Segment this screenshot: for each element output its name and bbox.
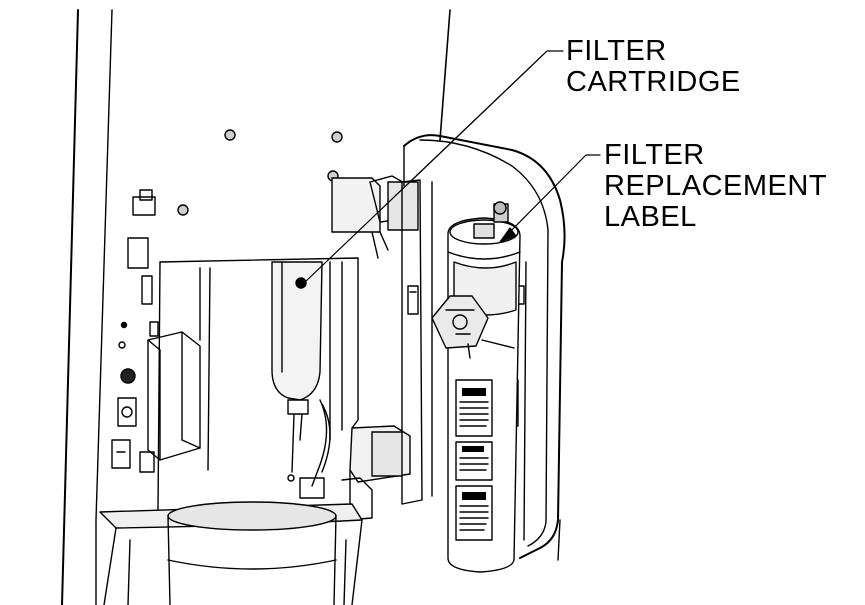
control-box — [139, 321, 201, 473]
callout-filter-cartridge: FILTER CARTRIDGE — [566, 36, 741, 98]
lower-front-panel — [99, 501, 363, 605]
filter-cartridge-body — [431, 201, 521, 573]
filter-compartment — [157, 257, 359, 511]
callout-filter-replacement-label: FILTER REPLACEMENT LABEL — [604, 140, 827, 233]
callout-filter-cartridge-line-2: CARTRIDGE — [566, 66, 741, 98]
callout-filter-replacement-line-1: FILTER — [604, 139, 705, 171]
mounting-screws — [177, 129, 343, 216]
mounting-rail — [401, 179, 433, 505]
callout-leaders — [303, 50, 601, 284]
left-connectors — [111, 189, 156, 469]
water-line-assembly — [271, 261, 331, 499]
callout-filter-replacement-line-2: REPLACEMENT — [604, 170, 828, 202]
callout-filter-cartridge-line-1: FILTER — [566, 35, 667, 67]
upper-bracket — [331, 175, 419, 259]
lower-bracket — [341, 425, 411, 521]
appliance-body — [61, 9, 451, 605]
callout-filter-replacement-line-3: LABEL — [604, 201, 697, 233]
